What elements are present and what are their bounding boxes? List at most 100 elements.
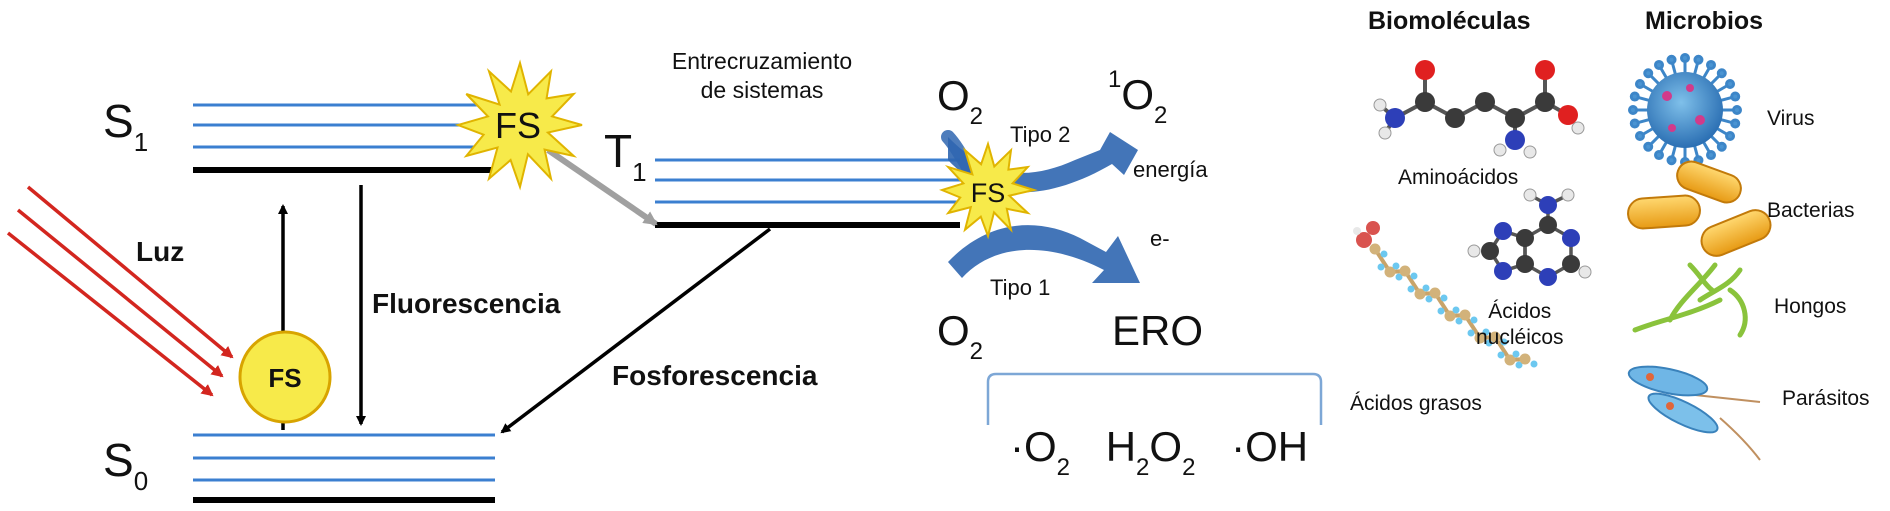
fatty-acid-hydrogen <box>1422 284 1430 292</box>
ros-label: ERO <box>1112 307 1204 354</box>
virus-spike-tip <box>1725 79 1736 89</box>
fatty-acid-hydrogen <box>1485 339 1493 347</box>
fatty-acid-hydrogen <box>1392 262 1400 270</box>
fatty-acid-hydrogen <box>1410 272 1418 280</box>
fatty-acid-hydrogen <box>1530 360 1538 368</box>
fatty-acid-hydrogen <box>1437 307 1445 315</box>
s1-subscript: 1 <box>133 127 149 157</box>
fatty-acid-carbon <box>1384 266 1396 278</box>
o2-top-letter: O <box>937 72 970 119</box>
fatty-acid-head-atom <box>1356 232 1372 248</box>
fatty-acid-carbon <box>1474 332 1486 344</box>
fatty-acid-head-atom <box>1366 221 1380 235</box>
fatty-acid-carbon <box>1369 243 1381 255</box>
fatty-acid-hydrogen <box>1440 294 1448 302</box>
fatty-acid-carbon <box>1414 288 1426 300</box>
s1-letter: S <box>103 95 134 147</box>
energy-label: energía <box>1133 157 1208 182</box>
intersystem-crossing-arrow <box>546 147 658 227</box>
fatty-acid-head-atom <box>1353 227 1361 235</box>
peroxide-o-subscript: 2 <box>1182 454 1196 481</box>
nucleic-acid-atoms <box>1467 188 1592 286</box>
fatty-acid-carbon <box>1504 354 1516 366</box>
fungi-image <box>1632 262 1748 338</box>
virus-spike-tip <box>1716 68 1727 79</box>
virus-image <box>1628 53 1742 167</box>
type1-arrow-body <box>948 225 1140 283</box>
fatty-acid-hydrogen <box>1512 350 1520 358</box>
parasites-label: Parásitos <box>1782 387 1870 410</box>
peroxide-h-subscript: 2 <box>1136 454 1150 481</box>
fs-singlet-label: FS <box>495 105 541 146</box>
ros-species: ·O 2 H2O2 ·OH <box>1010 426 1308 480</box>
light-label: Luz <box>136 236 185 267</box>
fatty-acid-hydrogen <box>1395 273 1403 281</box>
bacteria-image <box>1627 160 1772 257</box>
parasites-image <box>1627 365 1761 461</box>
electron-label: e- <box>1150 226 1170 251</box>
fatty-acids-label: Ácidos grasos <box>1350 392 1482 415</box>
virus-spike-tip <box>1680 53 1690 63</box>
virus-spike-tip <box>1730 118 1741 129</box>
isc-label: Entrecruzamiento de sistemas <box>637 47 887 105</box>
o2-bottom-subscript: 2 <box>969 338 984 365</box>
fatty-acid-hydrogen <box>1452 306 1460 314</box>
microbes-title: Microbios <box>1645 7 1764 35</box>
virus-spike-tip <box>1666 155 1677 166</box>
nucleic-acids-line1: Ácidos <box>1488 300 1552 323</box>
type1-label: Tipo 1 <box>990 275 1051 300</box>
hydrogen-peroxide: H2O2 <box>1105 423 1196 480</box>
nucleic-acids-line2: nucléicos <box>1476 326 1564 350</box>
fs-triplet-label: FS <box>971 178 1006 208</box>
hydroxyl-radical: ·OH <box>1231 423 1309 470</box>
virus-spike-tip <box>1634 79 1645 89</box>
peroxide-o: O <box>1149 423 1183 470</box>
t1-label: T1 <box>604 128 647 185</box>
virus-spike-tip <box>1666 54 1677 65</box>
virus-spike-tip <box>1629 91 1640 102</box>
o2-bottom: O2 <box>937 310 983 364</box>
virus-spike-tip <box>1628 105 1638 115</box>
isc-line2: de sistemas <box>700 76 824 103</box>
s1-energy-levels <box>193 103 495 173</box>
phosphorescence-arrow <box>500 227 772 434</box>
o2-bottom-letter: O <box>937 307 970 354</box>
fatty-acid-hydrogen <box>1470 316 1478 324</box>
fs-ground-state: FS <box>238 330 332 424</box>
amino-acid-atoms <box>1373 60 1585 159</box>
isc-line1: Entrecruzamiento <box>671 48 853 74</box>
peroxide-h: H <box>1105 423 1137 470</box>
light-ray <box>16 208 224 378</box>
virus-spike-tip <box>1654 59 1664 70</box>
virus-spike-tip <box>1716 141 1727 152</box>
s0-label: S0 <box>103 437 148 494</box>
fatty-acid-hydrogen <box>1482 328 1490 336</box>
virus-label: Virus <box>1767 107 1815 130</box>
bacteria-label: Bacterias <box>1767 199 1855 222</box>
t1-letter: T <box>604 125 633 177</box>
singlet-oxygen-superscript: 1 <box>1108 66 1122 93</box>
fs-excited-singlet: FS <box>454 59 583 191</box>
superoxide-symbol: ·O <box>1010 423 1057 470</box>
virus-spike-tip <box>1634 131 1645 141</box>
s1-label: S1 <box>103 98 148 155</box>
ros-bracket <box>986 372 1323 425</box>
fatty-acid-hydrogen <box>1377 263 1385 271</box>
amino-acids-label: Aminoácidos <box>1398 166 1519 189</box>
fatty-acid-carbon <box>1489 331 1501 343</box>
fatty-acid-hydrogen <box>1500 338 1508 346</box>
fatty-acid-hydrogen <box>1380 250 1388 258</box>
phosphorescence-label: Fosforescencia <box>612 360 818 391</box>
light-ray <box>26 185 234 359</box>
o2-top-subscript: 2 <box>969 103 984 130</box>
o2-top: O2 <box>937 75 983 129</box>
singlet-oxygen-letter: O <box>1121 71 1155 118</box>
s0-energy-levels <box>193 433 495 503</box>
fatty-acid-hydrogen <box>1455 317 1463 325</box>
singlet-oxygen: 1O2 <box>1108 68 1167 128</box>
fatty-acid-hydrogen <box>1425 295 1433 303</box>
virus-spike-tip <box>1706 150 1716 161</box>
fatty-acid-hydrogen <box>1515 361 1523 369</box>
singlet-oxygen-subscript: 2 <box>1154 102 1168 129</box>
